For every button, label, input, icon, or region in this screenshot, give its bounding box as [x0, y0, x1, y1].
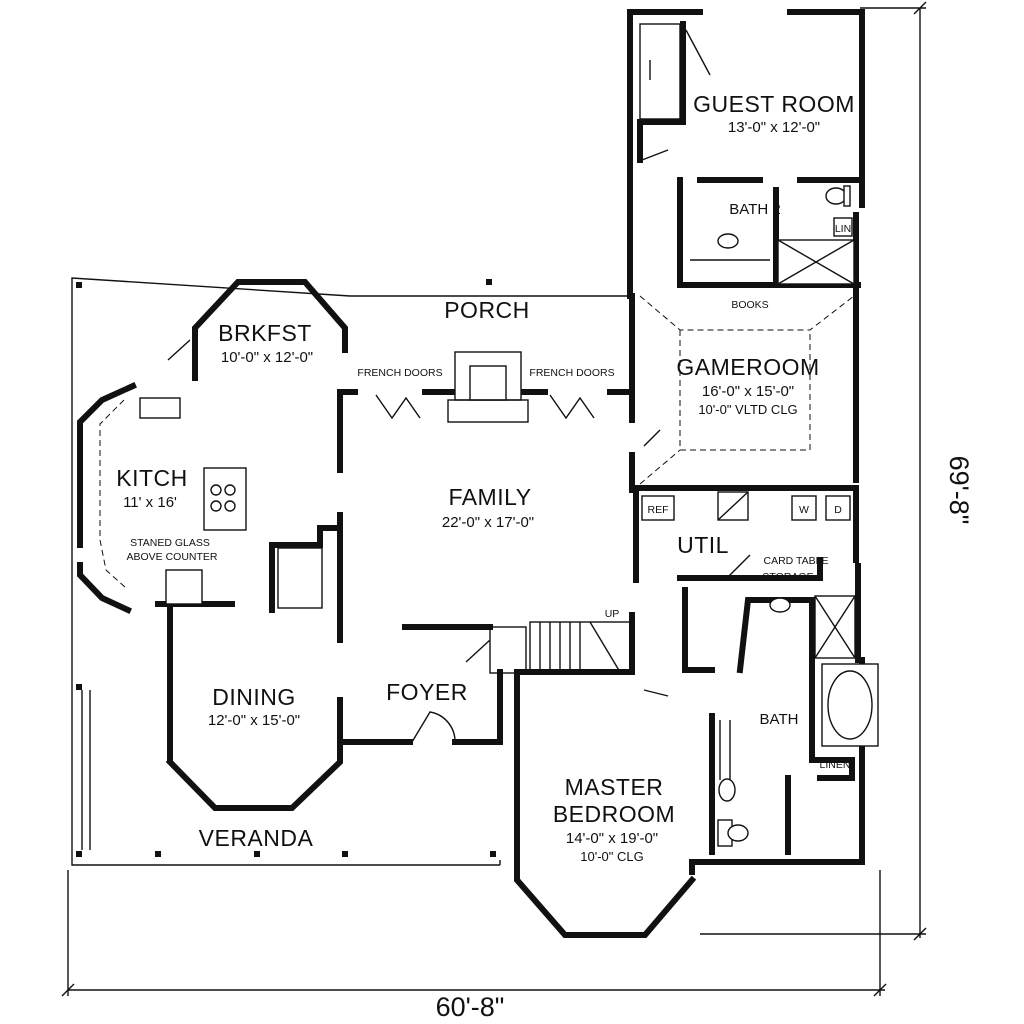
bath2-label: BATH 2	[729, 201, 780, 218]
books-label: BOOKS	[731, 299, 768, 311]
master-label-line2: BEDROOM	[553, 801, 675, 827]
gameroom-label: GAMEROOM	[676, 354, 819, 380]
washer-label: W	[799, 504, 809, 516]
width-dimension: 60'-8"	[436, 992, 505, 1022]
master-ceiling: 10'-0" CLG	[580, 849, 643, 864]
card-table-line1: CARD TABLE	[764, 555, 829, 567]
card-table-line2: STORAGE	[762, 571, 813, 583]
porch-outline	[71, 277, 630, 866]
stained-glass-line2: ABOVE COUNTER	[126, 551, 217, 563]
linen-label: LINEN	[820, 759, 851, 771]
french-doors-left-label: FRENCH DOORS	[357, 367, 442, 379]
up-label: UP	[605, 608, 620, 620]
master-label-line1: MASTER	[565, 774, 664, 800]
kitch-label: KITCH	[116, 465, 188, 491]
bath-label: BATH	[760, 711, 799, 728]
lin-label: LIN	[835, 223, 851, 235]
dimension-lines	[61, 1, 927, 997]
right-wing-walls	[627, 9, 865, 583]
guest-room-label: GUEST ROOM	[693, 91, 855, 117]
master-size: 14'-0" x 19'-0"	[566, 830, 658, 847]
dining-size: 12'-0" x 15'-0"	[208, 712, 300, 729]
util-label: UTIL	[677, 532, 729, 558]
porch-label: PORCH	[444, 297, 530, 323]
stained-glass-line1: STANED GLASS	[130, 537, 210, 549]
family-size: 22'-0" x 17'-0"	[442, 514, 534, 531]
ref-label: REF	[648, 504, 669, 516]
brkfst-size: 10'-0" x 12'-0"	[221, 349, 313, 366]
family-label: FAMILY	[448, 484, 531, 510]
veranda-label: VERANDA	[199, 825, 314, 851]
stair-treads	[539, 622, 581, 672]
room-labels: GUEST ROOM 13'-0" x 12'-0" BATH 2 LIN BO…	[116, 91, 974, 1022]
gameroom-ceiling: 10'-0" VLTD CLG	[698, 402, 797, 417]
french-doors-right-label: FRENCH DOORS	[529, 367, 614, 379]
dining-label: DINING	[212, 684, 296, 710]
dryer-label: D	[834, 504, 842, 516]
guest-room-size: 13'-0" x 12'-0"	[728, 119, 820, 136]
gameroom-size: 16'-0" x 15'-0"	[702, 383, 794, 400]
foyer-label: FOYER	[386, 679, 468, 705]
kitch-size: 11' x 16'	[123, 494, 177, 511]
main-walls	[77, 279, 879, 938]
depth-dimension: 69'-8"	[944, 456, 974, 525]
brkfst-label: BRKFST	[218, 320, 312, 346]
